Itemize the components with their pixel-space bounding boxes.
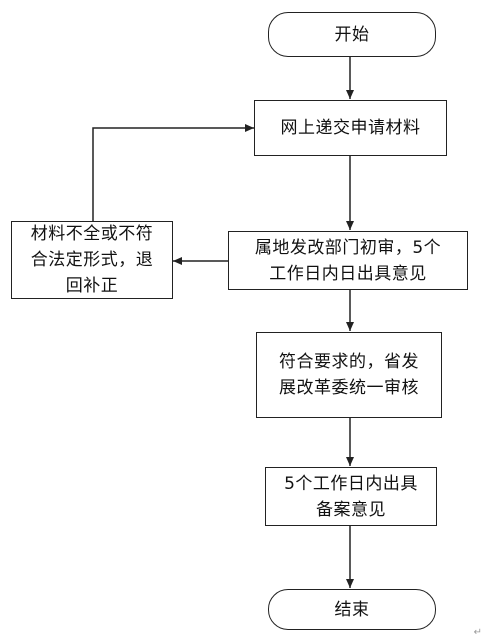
arrow-reject-back-to-submit — [92, 124, 254, 221]
end-label: 结束 — [334, 599, 370, 620]
issue-opinion-label: 5个工作日内出具 备案意见 — [284, 473, 418, 520]
reject-correction-label: 材料不全或不符 合法定形式，退 回补正 — [30, 224, 154, 296]
provincial-review-label: 符合要求的，省发 展改革委统一审核 — [279, 352, 419, 398]
initial-review-step: 属地发改部门初审，5个 工作日内日出具意见 — [228, 231, 468, 290]
initial-review-label: 属地发改部门初审，5个 工作日内日出具意见 — [254, 237, 442, 284]
start-label: 开始 — [334, 24, 370, 45]
end-node: 结束 — [268, 589, 436, 630]
start-node: 开始 — [268, 12, 436, 57]
submit-materials-label: 网上递交申请材料 — [280, 118, 421, 138]
submit-materials-step: 网上递交申请材料 — [254, 100, 447, 156]
issue-opinion-step: 5个工作日内出具 备案意见 — [265, 467, 437, 526]
provincial-review-step: 符合要求的，省发 展改革委统一审核 — [256, 332, 442, 418]
paragraph-mark: ↵ — [473, 627, 482, 638]
reject-correction-step: 材料不全或不符 合法定形式，退 回补正 — [11, 221, 173, 299]
